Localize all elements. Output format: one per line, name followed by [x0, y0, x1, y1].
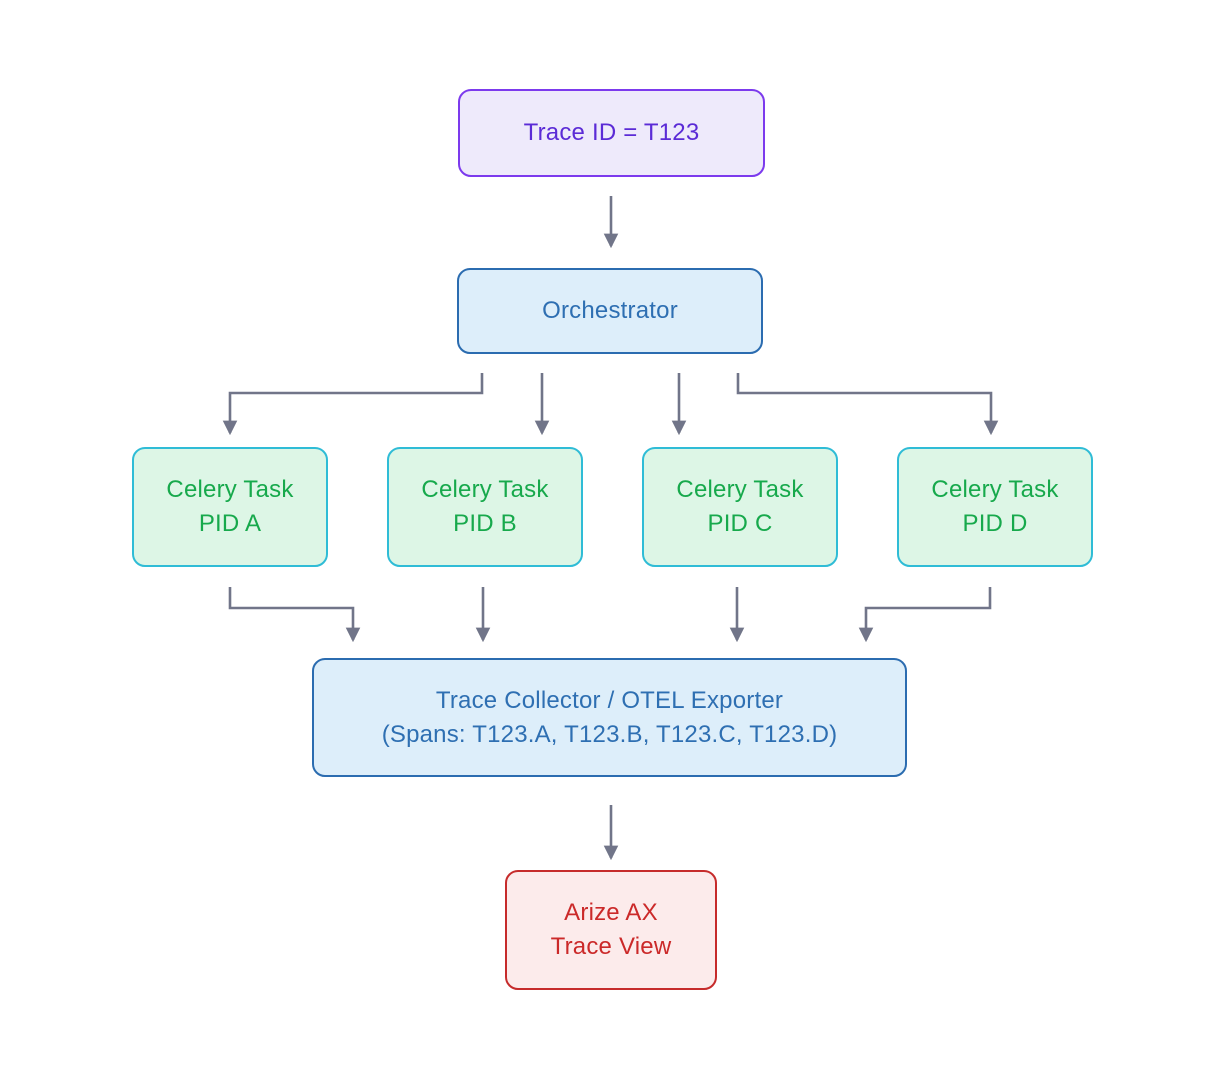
node-arize-line2: Trace View: [550, 933, 672, 960]
node-task-a-line1: Celery Task: [166, 476, 294, 503]
arrow-orchestrator-to-task-a: [222, 373, 484, 436]
arrow-orchestrator-to-task-d: [736, 373, 999, 436]
node-task-c-line1: Celery Task: [676, 476, 804, 503]
node-task-b-line1: Celery Task: [421, 476, 549, 503]
node-trace-collector: Trace Collector / OTEL Exporter (Spans: …: [312, 658, 907, 777]
node-task-d-line2: PID D: [962, 510, 1028, 537]
node-trace-id-label: Trace ID = T123: [523, 119, 700, 146]
node-task-b-line2: PID B: [453, 510, 517, 537]
node-task-c-line2: PID C: [707, 510, 773, 537]
node-arize-ax-trace-view: Arize AX Trace View: [505, 870, 717, 990]
node-orchestrator: Orchestrator: [457, 268, 763, 354]
node-task-d-line1: Celery Task: [931, 476, 1059, 503]
node-trace-id: Trace ID = T123: [458, 89, 765, 177]
arrow-task-d-to-collector: [858, 587, 992, 643]
node-task-a-line2: PID A: [198, 510, 262, 537]
node-orchestrator-label: Orchestrator: [542, 297, 678, 324]
node-arize-line1: Arize AX: [564, 899, 658, 926]
node-celery-task-pid-a: Celery Task PID A: [132, 447, 328, 567]
node-celery-task-pid-d: Celery Task PID D: [897, 447, 1093, 567]
node-collector-line1: Trace Collector / OTEL Exporter: [435, 686, 784, 714]
node-celery-task-pid-b: Celery Task PID B: [387, 447, 583, 567]
arrow-task-a-to-collector: [228, 587, 361, 643]
node-collector-line2: (Spans: T123.A, T123.B, T123.C, T123.D): [381, 720, 838, 748]
node-celery-task-pid-c: Celery Task PID C: [642, 447, 838, 567]
